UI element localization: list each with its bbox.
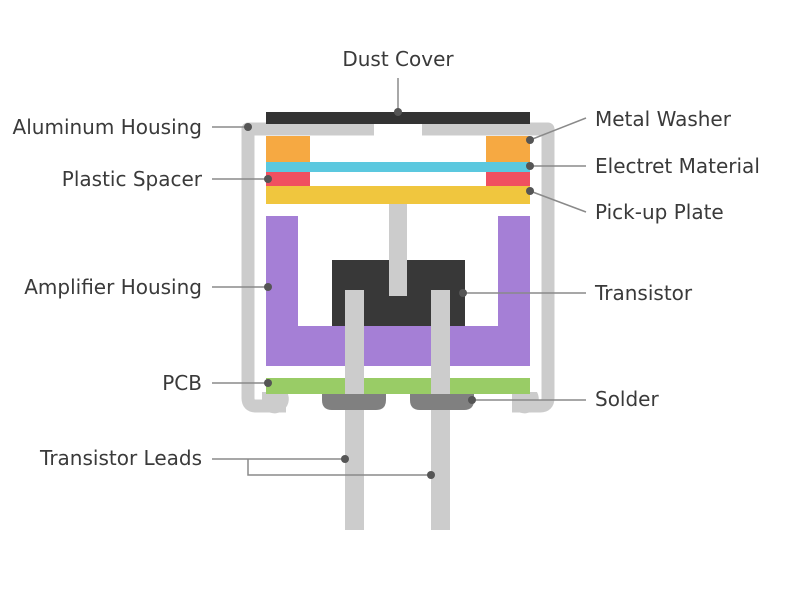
label-transistor-leads: Transistor Leads	[39, 446, 202, 470]
dot-plastic-spacer	[264, 175, 272, 183]
label-dust-cover: Dust Cover	[342, 47, 454, 71]
dot-electret-material	[526, 162, 534, 170]
amplifier-housing	[266, 216, 530, 366]
label-metal-washer: Metal Washer	[595, 107, 732, 131]
dot-transistor-lead-left	[341, 455, 349, 463]
housing-left-wall	[241, 122, 374, 413]
dot-dust-cover	[394, 108, 402, 116]
dot-solder	[468, 396, 476, 404]
dot-amplifier-housing	[264, 283, 272, 291]
pickup-stem	[389, 204, 407, 296]
leader-dots	[244, 108, 534, 479]
leader-metal-washer	[529, 117, 587, 141]
dot-metal-washer	[526, 136, 534, 144]
leader-lines	[212, 78, 587, 476]
leader-pickup-plate	[529, 190, 587, 213]
pcb	[266, 378, 530, 394]
label-pcb: PCB	[162, 371, 202, 395]
dot-transistor-lead-right	[427, 471, 435, 479]
solder-right	[410, 394, 474, 410]
labels: Dust Cover Aluminum Housing Plastic Spac…	[13, 47, 760, 470]
label-amplifier-housing: Amplifier Housing	[24, 275, 202, 299]
label-transistor: Transistor	[594, 281, 693, 305]
metal-washer-right	[486, 136, 530, 162]
dot-transistor	[459, 289, 467, 297]
label-plastic-spacer: Plastic Spacer	[62, 167, 203, 191]
housing-right-foot	[512, 392, 539, 414]
plastic-spacer-right	[486, 172, 530, 186]
dot-pcb	[264, 379, 272, 387]
housing-left-foot	[262, 392, 289, 414]
label-pickup-plate: Pick-up Plate	[595, 200, 724, 224]
aluminum-housing	[241, 122, 555, 414]
leader-transistor-leads-branch	[247, 459, 431, 476]
plastic-spacer-left	[266, 172, 310, 186]
solder-left	[322, 394, 386, 410]
electret-material	[266, 162, 530, 172]
label-aluminum-housing: Aluminum Housing	[13, 115, 202, 139]
metal-washer-left	[266, 136, 310, 162]
label-electret-material: Electret Material	[595, 154, 760, 178]
dust-cover	[266, 112, 530, 124]
housing-right-wall	[422, 122, 555, 413]
pickup-plate	[266, 186, 530, 204]
dot-aluminum-housing	[244, 123, 252, 131]
dot-pickup-plate	[526, 187, 534, 195]
label-solder: Solder	[595, 387, 659, 411]
